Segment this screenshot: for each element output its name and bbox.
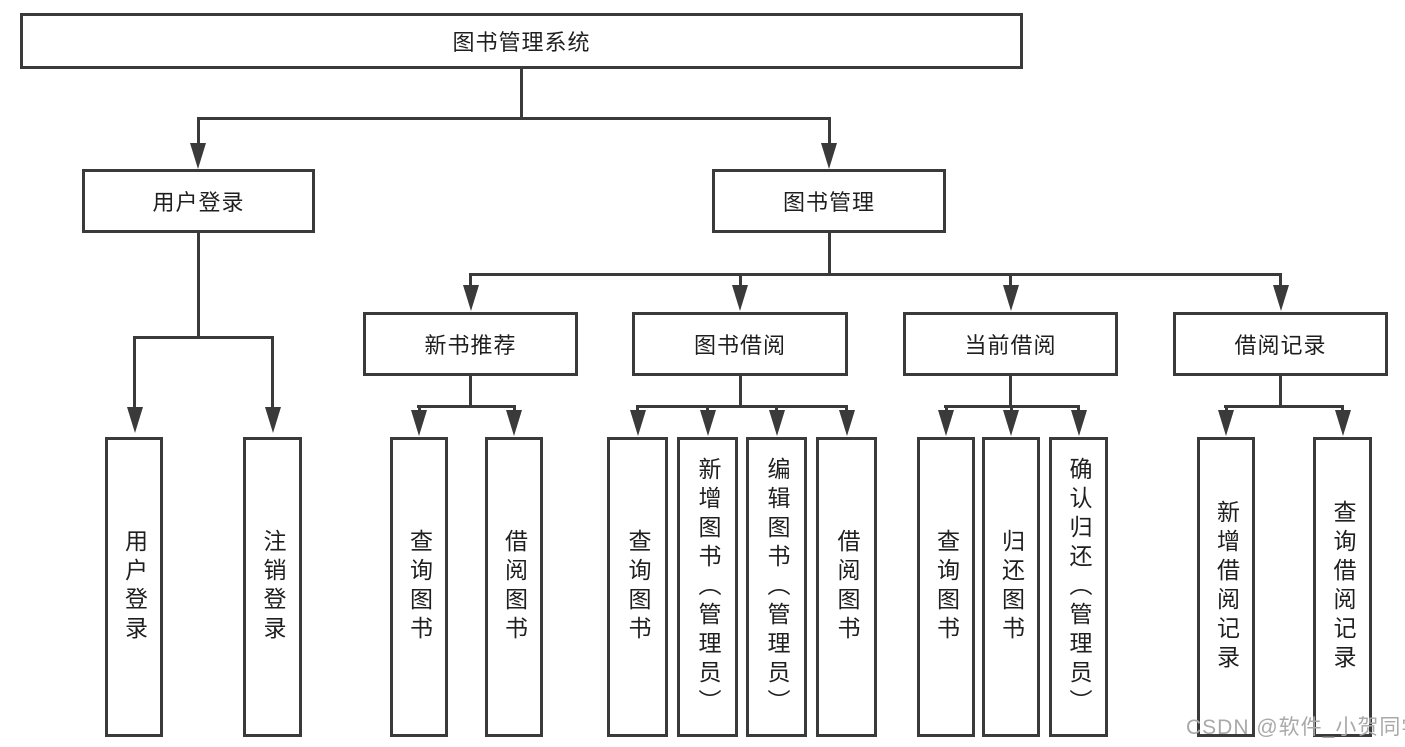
- arrowhead-down-icon: [769, 410, 785, 436]
- leaf-recommend-query-books-label: 查询图书: [406, 529, 433, 645]
- arrowhead-down-icon: [732, 285, 748, 311]
- arrowhead-down-icon: [1218, 410, 1234, 436]
- watermark: CSDN @软件_小贺同学: [1186, 716, 1405, 739]
- connector-hline: [469, 273, 1282, 276]
- arrowhead-down-icon: [630, 410, 646, 436]
- connector-stem: [739, 376, 742, 407]
- connector-stem: [520, 68, 523, 120]
- arrow-shaft: [706, 405, 709, 413]
- arrow-shaft: [1341, 405, 1344, 413]
- connector-hline: [197, 117, 831, 120]
- arrowhead-down-icon: [265, 407, 281, 433]
- connector-stem: [828, 233, 831, 275]
- connector-hline: [133, 336, 274, 339]
- arrowhead-down-icon: [700, 410, 716, 436]
- connector-hline: [636, 405, 848, 408]
- leaf-query-borrow-record-label: 查询借阅记录: [1330, 500, 1356, 674]
- arrowhead-down-icon: [1335, 410, 1351, 436]
- arrowhead-down-icon: [411, 410, 427, 436]
- arrow-shaft: [133, 336, 136, 409]
- arrow-shaft: [739, 273, 742, 287]
- leaf-add-books-admin: 新增图书（管理员）: [677, 437, 738, 737]
- arrow-shaft: [418, 405, 421, 413]
- node-current-borrow: 当前借阅: [903, 312, 1118, 376]
- leaf-logout-label: 注销登录: [260, 529, 286, 645]
- node-book-management-label: 图书管理: [782, 190, 875, 215]
- leaf-current-query-books-label: 查询图书: [933, 529, 960, 645]
- connector-stem: [469, 376, 472, 407]
- leaf-current-query-books: 查询图书: [917, 437, 975, 737]
- connector-hline: [417, 405, 516, 408]
- arrow-shaft: [828, 117, 831, 146]
- node-user-login: 用户登录: [82, 169, 315, 233]
- leaf-borrow-books-label: 借阅图书: [834, 529, 860, 645]
- arrowhead-down-icon: [463, 285, 479, 311]
- leaf-query-borrow-record: 查询借阅记录: [1313, 437, 1372, 737]
- arrow-shaft: [1279, 273, 1282, 287]
- arrow-shaft: [1225, 405, 1228, 413]
- node-book-management: 图书管理: [712, 169, 946, 233]
- leaf-borrow-query-books-label: 查询图书: [625, 529, 651, 645]
- connector-stem: [1279, 376, 1282, 407]
- arrowhead-down-icon: [821, 143, 837, 169]
- leaf-add-books-admin-label: 新增图书（管理员）: [695, 456, 721, 718]
- connector-hline: [1224, 405, 1344, 408]
- arrowhead-down-icon: [127, 407, 143, 433]
- connector-stem: [197, 233, 200, 338]
- arrowhead-down-icon: [839, 410, 855, 436]
- arrowhead-down-icon: [506, 410, 522, 436]
- arrow-shaft: [1077, 405, 1080, 413]
- node-root-label: 图书管理系统: [452, 30, 591, 55]
- arrow-shaft: [1009, 273, 1012, 287]
- leaf-recommend-borrow-books-label: 借阅图书: [501, 529, 528, 645]
- node-book-borrow-label: 图书借阅: [693, 333, 786, 358]
- arrow-shaft: [271, 336, 274, 409]
- leaf-add-borrow-record: 新增借阅记录: [1197, 437, 1255, 737]
- leaf-borrow-query-books: 查询图书: [607, 437, 668, 737]
- arrowhead-down-icon: [190, 143, 206, 169]
- leaf-recommend-query-books: 查询图书: [390, 437, 448, 737]
- node-current-borrow-label: 当前借阅: [964, 333, 1057, 358]
- node-book-borrow: 图书借阅: [632, 312, 848, 376]
- node-new-book-recommend-label: 新书推荐: [424, 333, 517, 358]
- arrowhead-down-icon: [938, 410, 954, 436]
- node-borrow-records-label: 借阅记录: [1234, 333, 1327, 358]
- arrowhead-down-icon: [1003, 410, 1019, 436]
- connector-stem: [1009, 376, 1012, 407]
- node-borrow-records: 借阅记录: [1173, 312, 1388, 376]
- arrow-shaft: [775, 405, 778, 413]
- arrow-shaft: [945, 405, 948, 413]
- arrowhead-down-icon: [1273, 285, 1289, 311]
- node-new-book-recommend: 新书推荐: [363, 312, 578, 376]
- node-root: 图书管理系统: [20, 13, 1023, 69]
- arrow-shaft: [513, 405, 516, 413]
- node-user-login-label: 用户登录: [152, 190, 245, 215]
- leaf-return-books-label: 归还图书: [998, 529, 1025, 645]
- arrow-shaft: [1010, 405, 1013, 413]
- leaf-logout: 注销登录: [243, 437, 302, 737]
- arrow-shaft: [845, 405, 848, 413]
- arrow-shaft: [469, 273, 472, 287]
- leaf-edit-books-admin: 编辑图书（管理员）: [746, 437, 807, 737]
- leaf-user-login: 用户登录: [105, 437, 163, 737]
- leaf-recommend-borrow-books: 借阅图书: [485, 437, 543, 737]
- leaf-edit-books-admin-label: 编辑图书（管理员）: [764, 456, 790, 718]
- leaf-user-login-label: 用户登录: [121, 529, 148, 645]
- arrow-shaft: [636, 405, 639, 413]
- leaf-add-borrow-record-label: 新增借阅记录: [1213, 500, 1240, 674]
- leaf-confirm-return-admin: 确认归还（管理员）: [1049, 437, 1108, 737]
- arrowhead-down-icon: [1071, 410, 1087, 436]
- leaf-return-books: 归还图书: [982, 437, 1040, 737]
- leaf-borrow-books: 借阅图书: [816, 437, 877, 737]
- arrowhead-down-icon: [1003, 285, 1019, 311]
- leaf-confirm-return-admin-label: 确认归还（管理员）: [1066, 456, 1092, 718]
- arrow-shaft: [197, 117, 200, 146]
